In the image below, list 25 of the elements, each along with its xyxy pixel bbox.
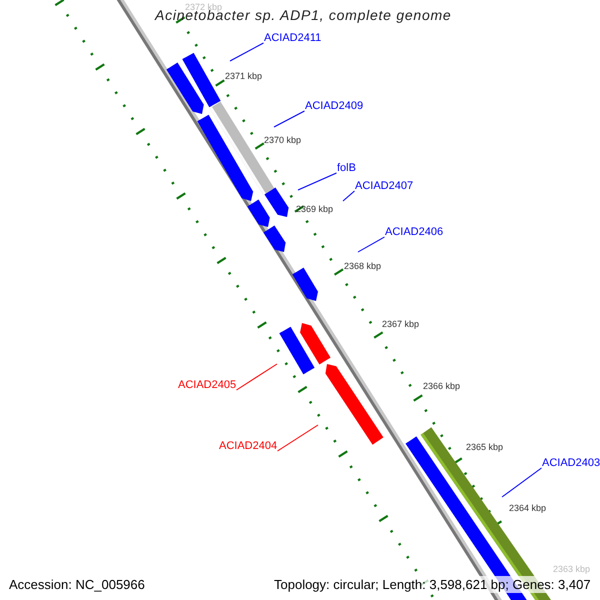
gene-label: ACIAD2405 [178,380,236,391]
gene-label: ACIAD2404 [219,441,278,452]
gene-label: ACIAD2406 [385,227,444,238]
leader-line [230,42,264,62]
scale-label: 2366 kbp [423,382,460,391]
scale-label: 2365 kbp [466,443,504,452]
scale-label: 2363 kbp [553,565,590,574]
gene-label: ACIAD2403 [542,458,600,469]
gene-label: ACIAD2411 [264,33,322,44]
leader-line [236,364,278,390]
scale-label: 2371 kbp [225,72,262,81]
leader-line [358,236,385,252]
leader-line [274,110,305,128]
scale-label: 2367 kbp [382,320,420,329]
leader-line [342,190,355,202]
leader-line [298,172,337,190]
leader-line [502,468,542,498]
gene-label: folB [337,163,356,174]
leader-line [277,424,318,452]
scale-label: 2368 kbp [344,262,382,271]
genome-summary: Topology: circular; Length: 3,598,621 bp; Genes: 3,407 [273,576,592,593]
gene-label: ACIAD2407 [355,181,414,192]
gene-label: ACIAD2409 [305,101,364,112]
scale-label: 2364 kbp [509,504,546,513]
scale-label: 2370 kbp [264,136,302,145]
